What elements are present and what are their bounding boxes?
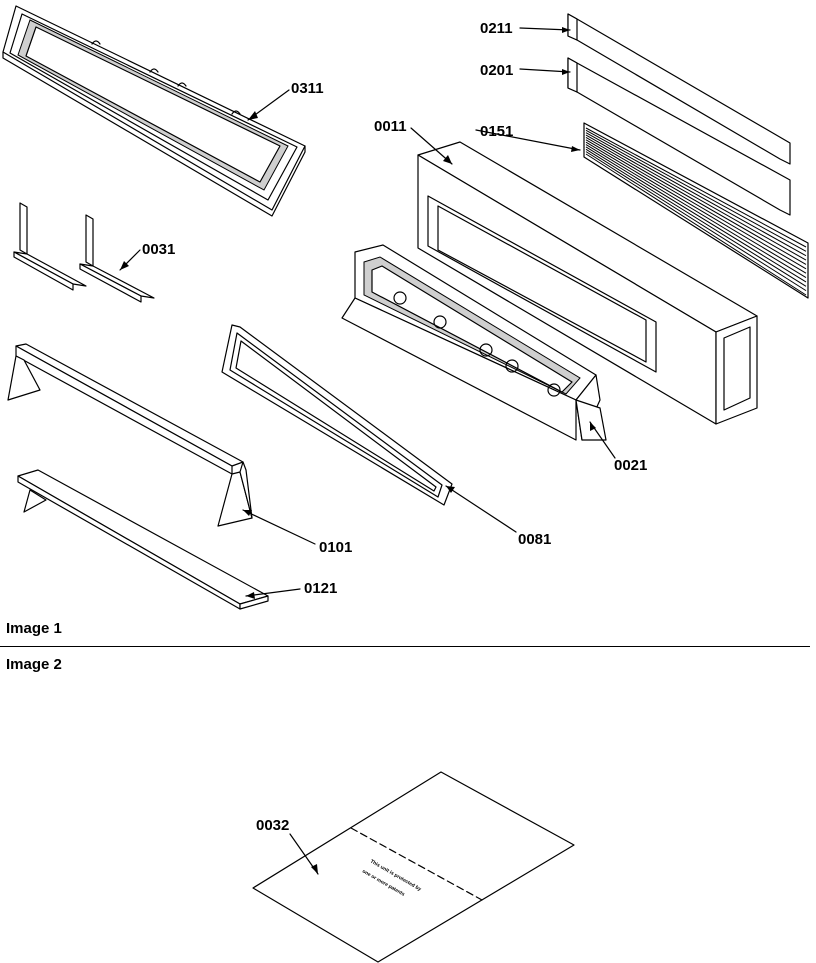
- grille-louver: [585, 153, 807, 296]
- image-1-caption: Image 1: [6, 620, 62, 637]
- part-label-0311: 0311: [291, 80, 324, 97]
- grille-louver: [585, 151, 807, 292]
- part-0121-base-panel: [17, 469, 269, 610]
- part-label-0011: 0011: [374, 118, 407, 135]
- grille-louver: [585, 134, 807, 261]
- grille-louver: [585, 127, 807, 248]
- grille-louver: [585, 132, 807, 257]
- part-label-0201: 0201: [480, 62, 513, 79]
- grille-louver: [585, 129, 807, 252]
- part-label-0031: 0031: [142, 241, 175, 258]
- part-0201-strip: [567, 57, 791, 216]
- part-label-0081: 0081: [518, 531, 551, 548]
- part-0032-label-sheet: This unit is protected by one or more pa…: [252, 771, 575, 963]
- grille-louver: [585, 144, 807, 278]
- part-label-0151: 0151: [480, 123, 513, 140]
- image-2-caption: Image 2: [6, 656, 62, 673]
- part-0021-inner-frame: [341, 244, 607, 441]
- grille-louver: [585, 137, 807, 265]
- grille-louver: [585, 148, 807, 287]
- grille-louver: [585, 139, 807, 270]
- part-0081-gasket: [221, 324, 453, 506]
- part-label-0101: 0101: [319, 539, 352, 556]
- part-0211-strip: [567, 13, 791, 165]
- grille-louver: [585, 141, 807, 274]
- leader-arrows: [120, 27, 596, 874]
- section-divider: [0, 646, 810, 647]
- part-0311-front-frame: [2, 5, 306, 217]
- part-label-0121: 0121: [304, 580, 337, 597]
- part-label-0032: 0032: [256, 817, 289, 834]
- part-0011-housing: [417, 141, 758, 425]
- part-label-0211: 0211: [480, 20, 513, 37]
- grille-louver: [585, 146, 807, 283]
- part-0031-brackets: [13, 202, 155, 303]
- part-0101-bar: [7, 343, 253, 527]
- part-label-0021: 0021: [614, 457, 647, 474]
- part-0151-grille: [583, 122, 809, 299]
